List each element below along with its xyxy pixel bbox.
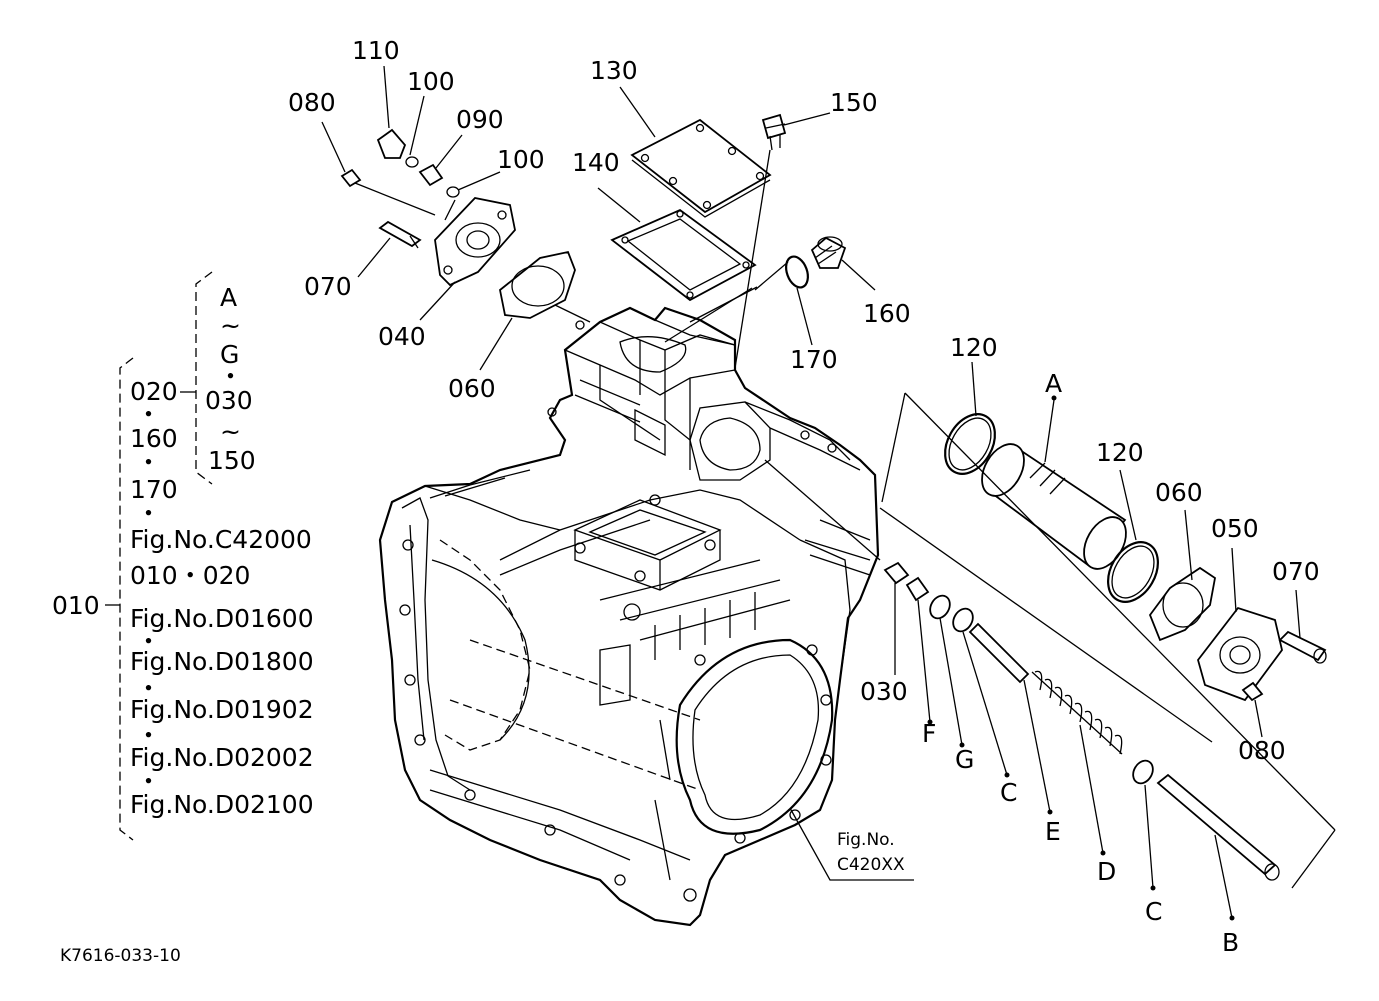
part-030-nut bbox=[883, 561, 910, 585]
part-100-o-ring-lower bbox=[446, 186, 460, 198]
legend: 010 020 ・ 160 ・ 170 ・ Fig.No.C42000 010・… bbox=[52, 283, 314, 819]
legend-dot: ・ bbox=[136, 721, 161, 750]
legend-dot: ・ bbox=[136, 674, 161, 703]
part-080-plug-right bbox=[1241, 681, 1264, 702]
part-B-bolt bbox=[1156, 773, 1280, 881]
legend-item-fig-d02100: Fig.No.D02100 bbox=[130, 790, 314, 819]
legend-item-020: 020 bbox=[130, 377, 178, 406]
leader-lines bbox=[321, 65, 1301, 919]
part-080-plug-top bbox=[340, 168, 362, 188]
part-090-spring-seat bbox=[418, 163, 444, 187]
label-A: A bbox=[1045, 369, 1062, 398]
label-F: F bbox=[922, 719, 936, 748]
assembly-bracket-lines bbox=[879, 392, 1336, 889]
label-100-upper: 100 bbox=[407, 67, 455, 96]
part-C-washer-2 bbox=[1132, 759, 1154, 785]
part-120-o-ring-1 bbox=[944, 413, 996, 475]
legend-item-170: 170 bbox=[130, 475, 178, 504]
label-120-right: 120 bbox=[1096, 438, 1144, 467]
label-120-left: 120 bbox=[950, 333, 998, 362]
part-060-gasket-top bbox=[499, 250, 576, 319]
label-090: 090 bbox=[456, 105, 504, 134]
part-140-gasket bbox=[610, 208, 757, 302]
label-040: 040 bbox=[378, 322, 426, 351]
label-C-upper: C bbox=[1000, 778, 1017, 807]
legend-tilde: ~ bbox=[220, 311, 241, 340]
part-130-cover-plate bbox=[630, 118, 772, 218]
label-060-right: 060 bbox=[1155, 478, 1203, 507]
legend-item-fig-d01800: Fig.No.D01800 bbox=[130, 647, 314, 676]
label-G: G bbox=[955, 745, 974, 774]
part-F-collar bbox=[905, 576, 930, 602]
label-080-top: 080 bbox=[288, 88, 336, 117]
part-E-rod bbox=[968, 622, 1030, 684]
part-070-bolt-top bbox=[378, 220, 422, 249]
part-040-valve-cover bbox=[434, 197, 516, 287]
label-080-right: 080 bbox=[1238, 736, 1286, 765]
label-B: B bbox=[1222, 928, 1239, 957]
label-E: E bbox=[1045, 817, 1061, 846]
legend-item-150: 150 bbox=[208, 446, 256, 475]
legend-dot: ・ bbox=[136, 767, 161, 796]
label-030: 030 bbox=[860, 677, 908, 706]
label-140: 140 bbox=[572, 148, 620, 177]
part-060-gasket-right bbox=[1148, 566, 1216, 642]
part-C-washer-1 bbox=[952, 607, 974, 633]
legend-dot: ・ bbox=[218, 362, 243, 391]
part-120-o-ring-2 bbox=[1107, 541, 1159, 603]
part-D-spring bbox=[1031, 670, 1123, 755]
legend-item-fig-d02002: Fig.No.D02002 bbox=[130, 743, 314, 772]
label-070-right: 070 bbox=[1272, 557, 1320, 586]
part-070-bolt-right bbox=[1278, 630, 1327, 664]
label-C-lower: C bbox=[1145, 897, 1162, 926]
legend-item-160: 160 bbox=[130, 424, 178, 453]
label-160: 160 bbox=[863, 299, 911, 328]
part-110-nut bbox=[376, 128, 407, 159]
part-A-cylinder bbox=[981, 443, 1127, 570]
legend-dot: ・ bbox=[136, 448, 161, 477]
part-170-o-ring bbox=[785, 255, 809, 289]
label-060-top: 060 bbox=[448, 374, 496, 403]
legend-item-030: 030 bbox=[205, 386, 253, 415]
legend-main-010: 010 bbox=[52, 591, 100, 620]
label-110: 110 bbox=[352, 36, 400, 65]
fig-ref-line-1: Fig.No. bbox=[837, 830, 895, 850]
legend-item-010-020: 010・020 bbox=[130, 561, 250, 590]
label-100-lower: 100 bbox=[497, 145, 545, 174]
legend-item-G: G bbox=[220, 340, 239, 369]
part-G-washer bbox=[929, 594, 951, 620]
part-150-bolt bbox=[761, 113, 787, 151]
label-D: D bbox=[1097, 857, 1116, 886]
legend-item-A: A bbox=[220, 283, 237, 312]
legend-item-fig-c42000: Fig.No.C42000 bbox=[130, 525, 312, 554]
legend-dot: ・ bbox=[136, 499, 161, 528]
legend-item-fig-d01902: Fig.No.D01902 bbox=[130, 695, 314, 724]
legend-brackets bbox=[105, 271, 213, 841]
legend-item-fig-d01600: Fig.No.D01600 bbox=[130, 604, 314, 633]
label-050: 050 bbox=[1211, 514, 1259, 543]
part-labels: 110 100 090 100 080 130 150 140 070 040 … bbox=[288, 36, 1320, 957]
label-170: 170 bbox=[790, 345, 838, 374]
part-050-end-cover bbox=[1197, 606, 1283, 702]
transmission-case-housing bbox=[378, 306, 880, 927]
label-150: 150 bbox=[830, 88, 878, 117]
part-160-plug bbox=[810, 236, 847, 269]
legend-dot: ・ bbox=[136, 400, 161, 429]
legend-tilde: ~ bbox=[220, 417, 241, 446]
label-070-top: 070 bbox=[304, 272, 352, 301]
part-100-o-ring-upper bbox=[405, 156, 419, 168]
legend-dot: ・ bbox=[136, 627, 161, 656]
fig-ref-line-2: C420XX bbox=[837, 855, 905, 875]
label-130: 130 bbox=[590, 56, 638, 85]
drawing-code: K7616-033-10 bbox=[60, 946, 181, 966]
leader-dots bbox=[927, 395, 1235, 921]
